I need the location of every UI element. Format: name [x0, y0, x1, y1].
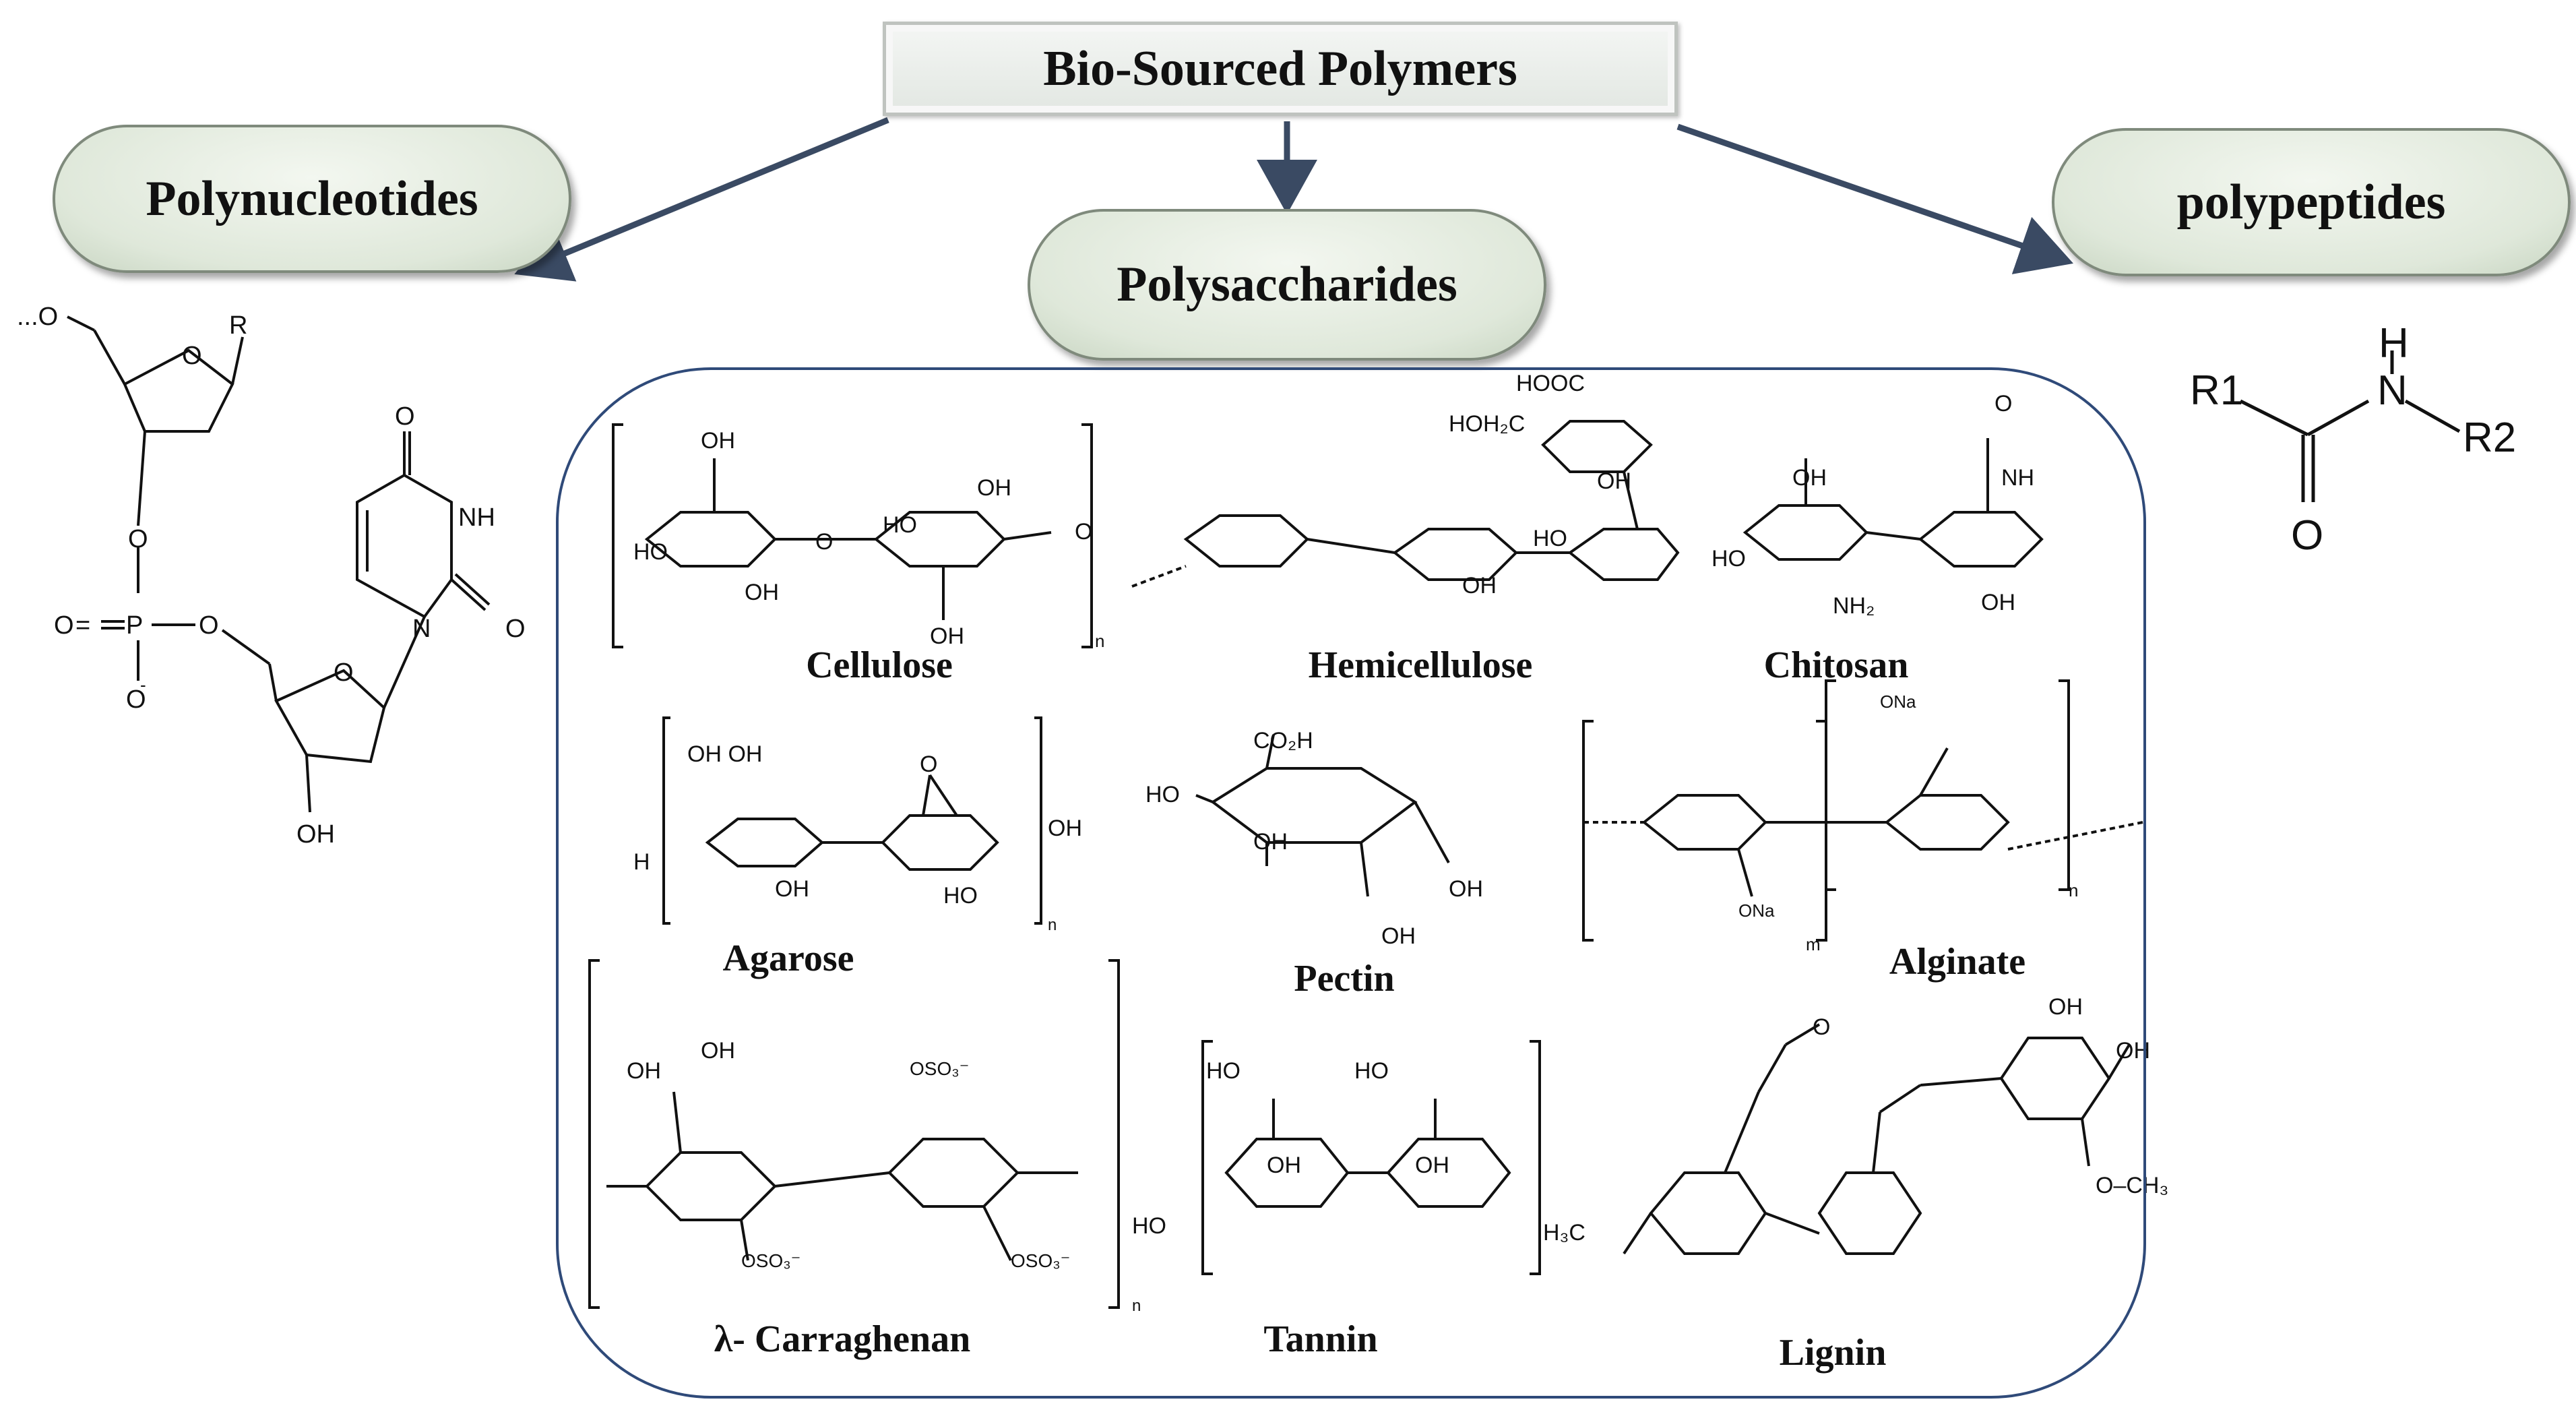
- svg-text:HO: HO: [1354, 1058, 1389, 1084]
- svg-text:OH: OH: [627, 1058, 661, 1084]
- svg-text:OH: OH: [1449, 876, 1483, 902]
- svg-text:HO: HO: [1132, 1213, 1166, 1239]
- title-box: Bio-Sourced Polymers: [883, 22, 1678, 116]
- svg-text:m: m: [1806, 934, 1821, 954]
- svg-text:OH: OH: [1253, 829, 1288, 855]
- svg-text:OSO₃⁻: OSO₃⁻: [910, 1058, 969, 1079]
- svg-text:OH: OH: [775, 876, 809, 902]
- label-agarose: Agarose: [722, 938, 854, 979]
- label-chitosan: Chitosan: [1763, 644, 1909, 686]
- label-alginate: Alginate: [1889, 941, 2026, 983]
- svg-text:O: O: [334, 658, 354, 687]
- svg-text:OH: OH: [1597, 468, 1631, 494]
- svg-text:OH: OH: [1415, 1153, 1449, 1178]
- svg-text:HO: HO: [883, 512, 917, 538]
- svg-text:n: n: [1048, 916, 1057, 934]
- category-polypeptides: polypeptides: [2052, 128, 2571, 276]
- svg-text:OSO₃⁻: OSO₃⁻: [1011, 1250, 1070, 1271]
- svg-text:OH: OH: [2048, 994, 2083, 1020]
- polysaccharide-structures: [588, 420, 2143, 1309]
- svg-text:...O: ...O: [17, 303, 58, 331]
- peptide-n: N: [2377, 367, 2408, 414]
- svg-text:n: n: [1132, 1297, 1141, 1315]
- svg-text:N: N: [412, 615, 431, 643]
- svg-text:n: n: [2069, 880, 2078, 900]
- svg-text:OH: OH: [1048, 816, 1082, 841]
- polypeptide-structure: [2239, 350, 2461, 502]
- svg-text:OH: OH: [1981, 590, 2015, 615]
- svg-text:O: O: [815, 529, 833, 555]
- svg-text:O: O: [1075, 519, 1092, 545]
- arrow-to-polypeptides: [1676, 123, 2074, 274]
- polynucleotide-atom-labels: ...O R O O O = P O O - O OH O NH O N: [17, 303, 526, 849]
- svg-text:OSO₃⁻: OSO₃⁻: [741, 1250, 800, 1271]
- svg-text:OH: OH: [1267, 1153, 1301, 1178]
- peptide-o: O: [2291, 512, 2323, 559]
- svg-text:OH: OH: [1462, 573, 1497, 599]
- svg-text:HO: HO: [943, 883, 978, 909]
- svg-text:OH: OH: [1381, 923, 1416, 949]
- svg-text:O: O: [182, 342, 202, 370]
- peptide-r2: R2: [2463, 415, 2516, 461]
- label-cellulose: Cellulose: [806, 644, 953, 686]
- label-pectin: Pectin: [1294, 958, 1395, 1000]
- svg-text:HO: HO: [1145, 782, 1180, 807]
- svg-text:OH: OH: [701, 1038, 735, 1064]
- svg-text:OH: OH: [745, 580, 779, 605]
- svg-text:NH: NH: [458, 503, 495, 532]
- svg-text:CO₂H: CO₂H: [1253, 728, 1313, 754]
- arrows: [514, 117, 2074, 282]
- svg-text:O: O: [920, 752, 937, 777]
- category-polysaccharides: Polysaccharides: [1028, 209, 1546, 361]
- svg-text:R: R: [229, 311, 247, 340]
- svg-text:HO: HO: [1533, 526, 1567, 551]
- svg-text:-: -: [140, 675, 146, 695]
- svg-text:OH: OH: [296, 820, 335, 849]
- label-carraghenan: λ- Carraghenan: [714, 1318, 971, 1360]
- svg-text:O: O: [128, 525, 148, 553]
- arrow-to-polynucleotides: [514, 117, 889, 282]
- svg-text:O: O: [505, 615, 526, 643]
- category-polynucleotides: Polynucleotides: [53, 125, 571, 273]
- label-hemicellulose: Hemicellulose: [1308, 644, 1533, 686]
- svg-text:O: O: [395, 402, 415, 431]
- svg-text:NH₂: NH₂: [1833, 593, 1875, 619]
- svg-text:H: H: [633, 849, 650, 875]
- svg-text:HOH₂C: HOH₂C: [1449, 411, 1525, 437]
- svg-text:=: =: [75, 611, 90, 640]
- svg-text:O: O: [1813, 1014, 1830, 1040]
- svg-text:HO: HO: [1711, 546, 1746, 572]
- svg-text:ONa: ONa: [1880, 692, 1916, 712]
- svg-text:OH OH: OH OH: [687, 741, 762, 767]
- svg-text:OH: OH: [1792, 465, 1827, 491]
- svg-text:ONa: ONa: [1738, 900, 1775, 921]
- svg-text:P: P: [126, 611, 143, 640]
- svg-text:HO: HO: [1206, 1058, 1240, 1084]
- svg-text:n: n: [1095, 631, 1104, 651]
- svg-text:O: O: [126, 685, 146, 714]
- svg-text:O–CH₃: O–CH₃: [2096, 1173, 2168, 1198]
- svg-text:HO: HO: [633, 539, 668, 565]
- label-lignin: Lignin: [1779, 1332, 1887, 1374]
- svg-text:O: O: [54, 611, 74, 640]
- label-tannin: Tannin: [1263, 1318, 1378, 1360]
- polysaccharide-examples-frame: [556, 367, 2146, 1399]
- polynucleotide-structure: [67, 315, 491, 813]
- svg-text:H₃C: H₃C: [1543, 1220, 1585, 1246]
- svg-text:OH: OH: [930, 623, 964, 649]
- svg-text:HOOC: HOOC: [1516, 371, 1585, 396]
- svg-text:OH: OH: [977, 475, 1011, 501]
- peptide-r1: R1: [2190, 367, 2243, 414]
- peptide-h: H: [2379, 320, 2409, 367]
- svg-text:O: O: [199, 611, 219, 640]
